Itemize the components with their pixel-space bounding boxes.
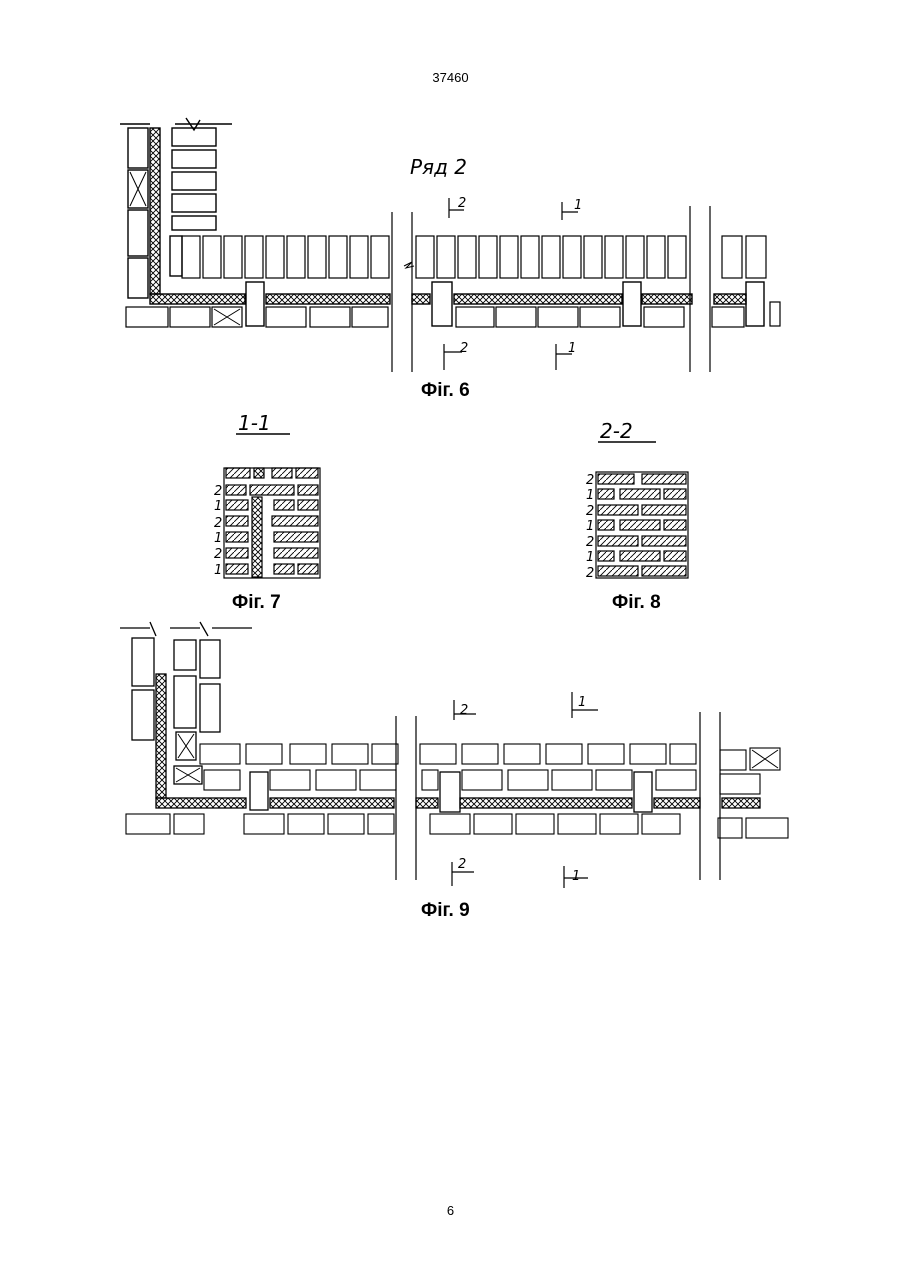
fig8-row-numbers: 2 1 2 1 2 1 2 [586,473,594,581]
fig8-row-number: 2 [586,473,594,488]
fig8-row-number: 1 [586,519,594,534]
fig8-row-number: 1 [586,488,594,503]
fig7-row-number: 2 [214,516,222,531]
fig6-row-label: Ряд 2 [410,155,467,179]
fig8-row-number: 2 [586,535,594,550]
page-number: 6 [0,1203,901,1218]
fig9-marker-1-bottom: 1 [572,869,580,884]
fig9-plan [120,622,788,888]
fig9-caption: Фіг. 9 [421,900,470,922]
fig7-row-number: 2 [214,484,222,499]
fig6-caption: Фіг. 6 [421,380,470,402]
fig7-row-number: 1 [214,531,222,546]
fig9-marker-2-top: 2 [460,703,468,718]
fig8-section [596,472,688,578]
fig6-marker-1-top: 1 [574,198,582,213]
fig9-stretcher-courses [126,744,788,838]
fig8-section-label: 2-2 [600,419,633,443]
fig8-row-number: 1 [586,550,594,565]
fig9-marker-1-top: 1 [578,695,586,710]
fig8-caption: Фіг. 8 [612,592,661,614]
fig6-marker-2-top: 2 [458,196,466,211]
fig9-vertical-wall [132,638,220,784]
fig9-marker-2-bottom: 2 [458,857,466,872]
fig8-row-number: 2 [586,504,594,519]
fig7-section-label: 1-1 [238,411,271,435]
fig7-row-number: 2 [214,547,222,562]
fig7-row-number: 1 [214,499,222,514]
fig6-header-course [182,236,766,278]
fig7-section [224,468,320,578]
fig6-stretcher-course [126,302,780,327]
fig7-row-number: 1 [214,563,222,578]
fig7-row-numbers: 2 1 2 1 2 1 [214,484,222,578]
fig6-marker-1-bottom: 1 [568,341,576,356]
fig7-caption: Фіг. 7 [232,592,281,614]
fig8-row-number: 2 [586,566,594,581]
fig6-marker-2-bottom: 2 [460,341,468,356]
